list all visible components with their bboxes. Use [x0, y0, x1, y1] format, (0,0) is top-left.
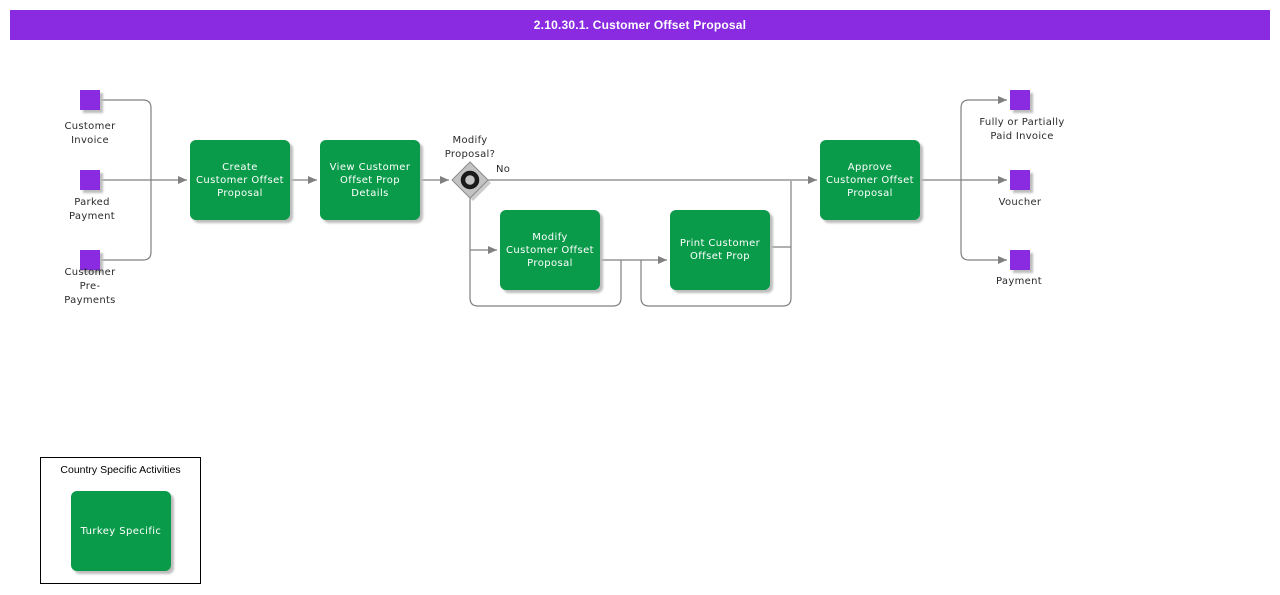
event-parked-payment[interactable]	[80, 170, 100, 190]
task-view-customer-offset-prop-details[interactable]: View Customer Offset Prop Details	[320, 140, 420, 220]
label-voucher: Voucher	[998, 197, 1042, 208]
event-payment[interactable]	[1010, 250, 1030, 270]
label-payment: Payment	[996, 276, 1042, 287]
event-voucher[interactable]	[1010, 170, 1030, 190]
task-turkey-specific[interactable]: Turkey Specific	[71, 491, 171, 571]
label-branch-no: No	[496, 164, 511, 175]
task-print-customer-offset-prop[interactable]: Print Customer Offset Prop	[670, 210, 770, 290]
task-create-customer-offset-proposal[interactable]: Create Customer Offset Proposal	[190, 140, 290, 220]
event-fully-or-partially-paid-invoice[interactable]	[1010, 90, 1030, 110]
event-customer-invoice[interactable]	[80, 90, 100, 110]
connector-print-loop	[640, 181, 792, 307]
label-customer-invoice: Customer Invoice	[64, 121, 116, 146]
label-customer-pre-payments: Customer Pre- Payments	[64, 267, 116, 306]
gateway-modify-proposal[interactable]	[451, 161, 489, 199]
title-bar: 2.10.30.1. Customer Offset Proposal	[10, 10, 1270, 40]
country-specific-group: Country Specific Activities Turkey Speci…	[40, 457, 201, 584]
task-modify-customer-offset-proposal[interactable]: Modify Customer Offset Proposal	[500, 210, 600, 290]
event-customer-pre-payments[interactable]	[80, 250, 100, 270]
label-parked-payment: Parked Payment	[69, 197, 115, 222]
connector-gateway-loop	[469, 198, 622, 307]
label-gateway-question: Modify Proposal?	[444, 135, 496, 160]
task-approve-customer-offset-proposal[interactable]: Approve Customer Offset Proposal	[820, 140, 920, 220]
connector-to-payment	[960, 180, 1007, 264]
gateway-ring-icon	[460, 170, 480, 190]
connector-to-paid-invoice	[960, 96, 1007, 180]
label-fully-or-partially-paid-invoice: Fully or Partially Paid Invoice	[979, 117, 1065, 142]
country-group-title: Country Specific Activities	[60, 464, 181, 476]
